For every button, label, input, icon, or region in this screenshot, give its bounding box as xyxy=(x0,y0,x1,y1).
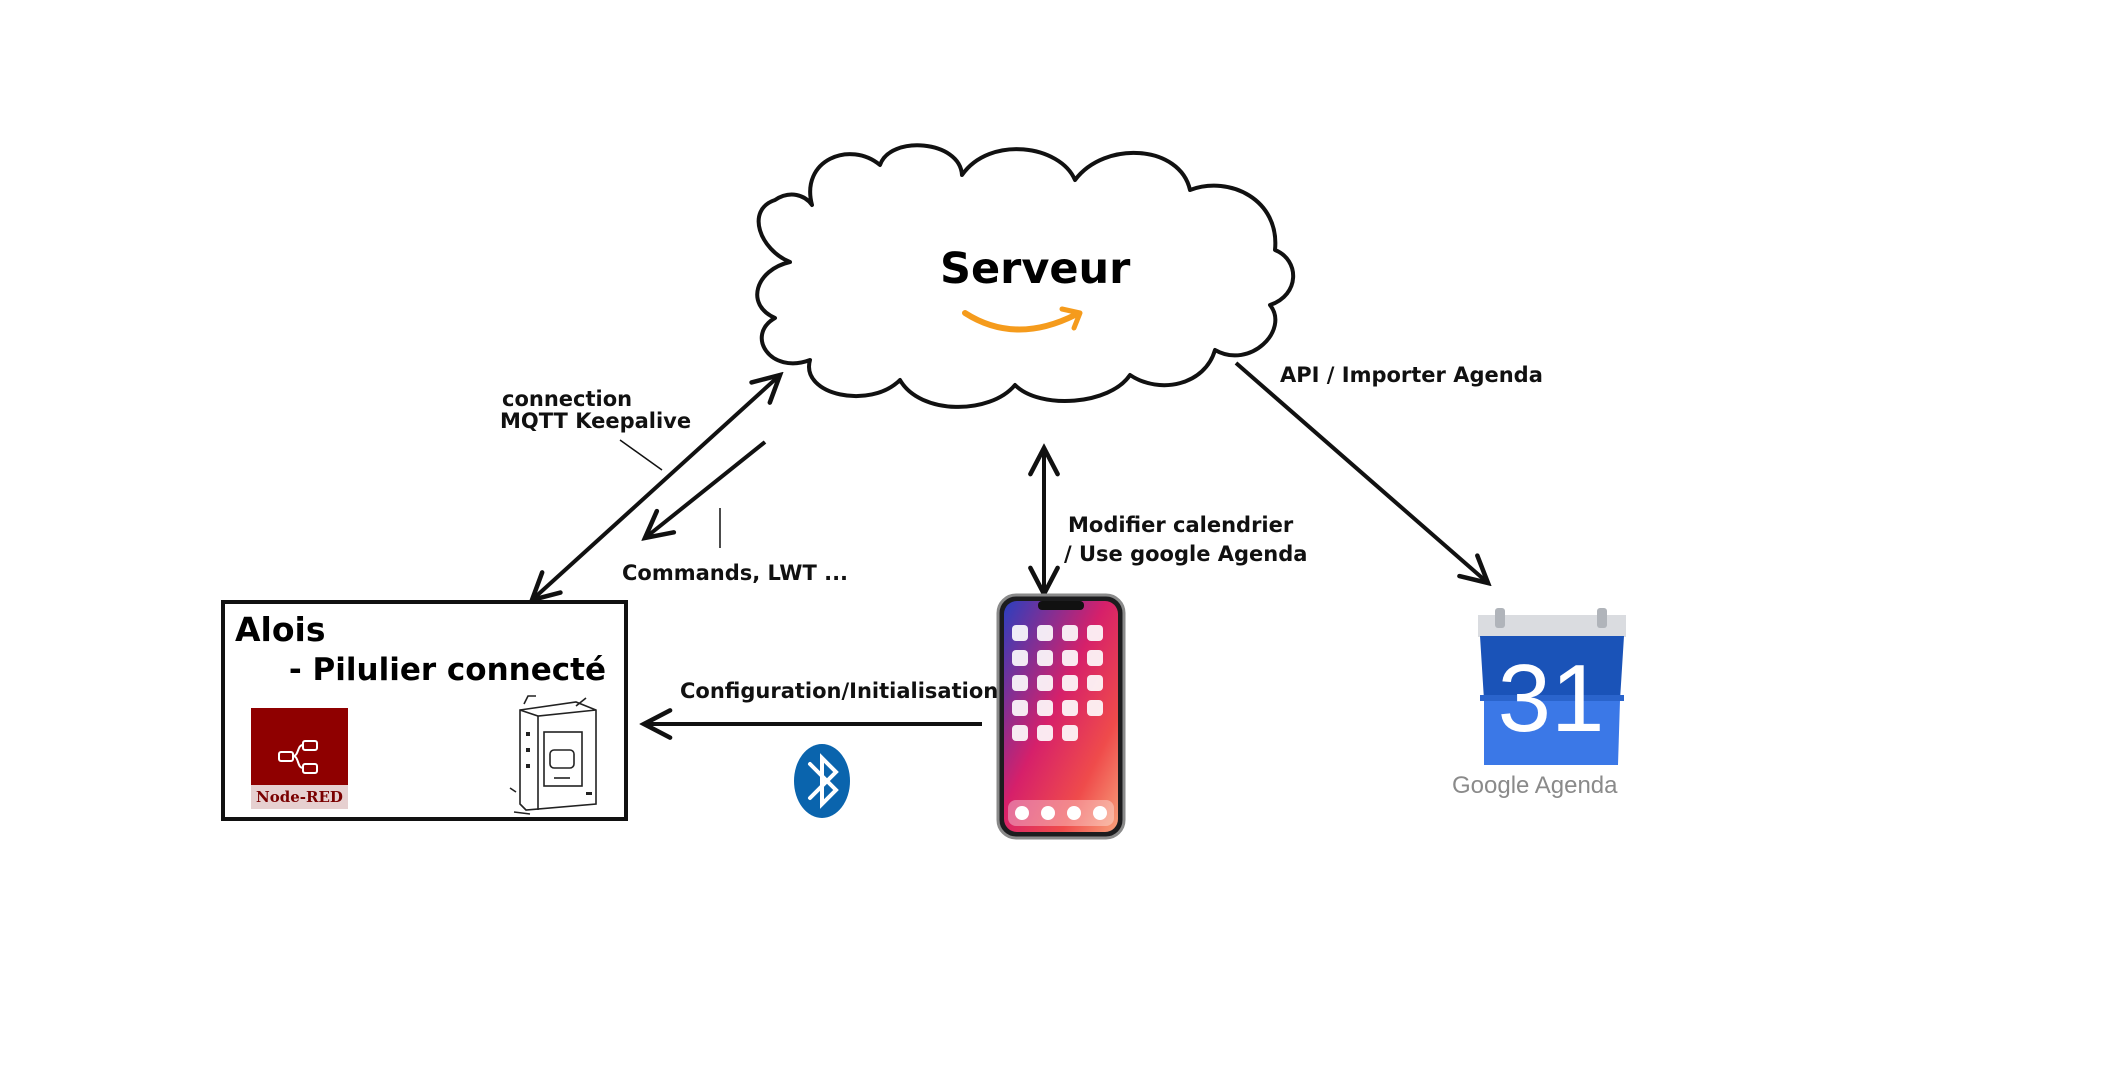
phone-label-line2: / Use google Agenda xyxy=(1064,542,1308,566)
calendar-label: Google Agenda xyxy=(1452,772,1618,799)
calendar-day: 31 xyxy=(1497,645,1605,752)
commands-arrow xyxy=(645,440,767,538)
mqtt-label-line2: MQTT Keepalive xyxy=(500,409,692,433)
alois-subtitle: - Pilulier connecté xyxy=(288,652,606,688)
mqtt-leader-line xyxy=(619,439,663,471)
alois-device-box: Alois - Pilulier connecté Node-RED xyxy=(221,600,628,821)
cloud-icon xyxy=(755,143,1296,409)
phone-label-line1: Modifier calendrier xyxy=(1068,513,1294,537)
server-title: Serveur xyxy=(940,244,1131,294)
amazon-smile-icon xyxy=(962,306,1083,333)
nodered-label: Node-RED xyxy=(256,788,343,806)
api-arrow xyxy=(1234,361,1488,583)
config-label: Configuration/Initialisation xyxy=(680,679,999,703)
commands-label: Commands, LWT ... xyxy=(622,561,849,585)
bluetooth-icon xyxy=(794,744,850,818)
api-label: API / Importer Agenda xyxy=(1280,363,1543,387)
mqtt-arrow xyxy=(532,375,780,600)
pill-dispenser-sketch-icon xyxy=(506,692,602,817)
calendar-icon xyxy=(1478,608,1626,765)
alois-title: Alois xyxy=(235,610,326,649)
mqtt-label-line1: connection xyxy=(502,387,633,411)
smartphone-icon xyxy=(996,593,1126,840)
nodered-logo-icon: Node-RED xyxy=(251,708,348,809)
